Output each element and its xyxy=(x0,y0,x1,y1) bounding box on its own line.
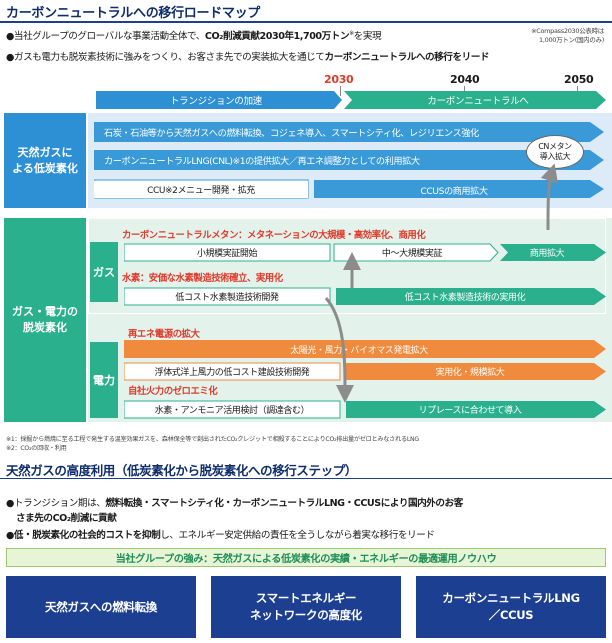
box-small-demo: 小規模実証開始 xyxy=(196,249,258,259)
year-2050: 2050 xyxy=(564,73,594,86)
footnote-1: ※1：採掘から燃焼に至る工程で発生する温室効果ガスを、森林保全等で創出されたCO… xyxy=(6,436,419,443)
bullet-text: を実現 xyxy=(353,31,382,42)
bar-h2-practical: 低コスト水素製造技術の実用化 xyxy=(404,293,526,303)
box-mid-large-demo: 中～大規模実証 xyxy=(381,249,443,259)
section2-bullet-1: ●トランジション期は、燃料転換・スマートシティ化・カーボンニュートラルLNG・C… xyxy=(6,495,463,509)
gas-bars xyxy=(124,243,606,306)
bar-wind-scaleup: 実用化・規模拡大 xyxy=(435,368,505,378)
bullet-footnote-mark: ※ xyxy=(349,29,354,37)
cn-methane-bubble: CNメタン 導入拡大 xyxy=(526,135,584,169)
bullet-lead-transition: ●ガスも電力も脱炭素技術に強みをつくり、お客さま先での実装拡大を通じてカーボンニ… xyxy=(6,49,489,63)
bar-cnl-expansion: カーボンニュートラルLNG(CNL)※1の提供拡大／再エネ調整力としての利用拡大 xyxy=(104,155,420,167)
bullet-co2-target: ●当社グループのグローバルな事業活動全体で、CO₂削減貢献2030年1,700万… xyxy=(6,28,382,42)
section2-title: 天然ガスの高度利用（低炭素化から脱炭素化への移行ステップ） xyxy=(6,463,357,478)
card-smart-energy-network: スマートエネルギー ネットワークの高度化 xyxy=(211,576,401,638)
heading-zero-emission: 自社火力のゼロエミ化 xyxy=(128,386,218,397)
box-h2-development: 低コスト水素製造技術開発 xyxy=(175,293,279,303)
sub-label-power: 電力 xyxy=(90,342,118,418)
box-hydrogen-ammonia: 水素・アンモニア活用検討（調達含む） xyxy=(154,406,310,416)
card-fuel-conversion: 天然ガスへの燃料転換 xyxy=(6,576,196,638)
compass-note-line: 1,000万トン(国内のみ) xyxy=(539,36,604,44)
power-bars xyxy=(124,340,606,419)
bullet-highlight: CO₂削減貢献2030年1,700万トン xyxy=(204,31,350,42)
heading-methanation: カーボンニュートラルメタン：メタネーションの大規模・高効率化、商用化 xyxy=(122,230,426,241)
card-cnl-ccus: カーボンニュートラルLNG ／CCUS xyxy=(416,576,606,638)
box-commercial-expansion: 商用拡大 xyxy=(529,249,565,259)
bullet-text: ●当社グループのグローバルな事業活動全体で、 xyxy=(6,31,205,42)
page-title: カーボンニュートラルへの移行ロードマップ xyxy=(6,6,261,21)
heading-hydrogen: 水素：安価な水素製造技術確立、実用化 xyxy=(122,273,283,284)
label-gas-low-carbon: 天然ガスに よる低炭素化 xyxy=(4,113,86,208)
box-floating-wind: 浮体式洋上風力の低コスト建設技術開発 xyxy=(154,368,310,378)
phase-transition-label: トランジションの加速 xyxy=(169,96,262,107)
bullet-highlight: さま先のCO₂削減に貢献 xyxy=(16,513,117,524)
bullet-highlight: 低・脱炭素化の社会的コストを抑制 xyxy=(13,530,161,541)
year-2030: 2030 xyxy=(324,73,354,86)
bar-ccus-commercial: CCUSの商用拡大 xyxy=(420,185,488,197)
phase-header-arrows xyxy=(96,91,606,109)
bullet-text: ●ガスも電力も脱炭素技術に強みをつくり、お客さま先での実装拡大を通じて xyxy=(6,52,325,63)
bullet-text: し、エネルギー安定供給の責任を全うしながら着実な移行をリード xyxy=(160,530,435,541)
sub-label-gas: ガス xyxy=(90,242,118,302)
bullet-highlight: カーボンニュートラルへの移行をリード xyxy=(324,52,490,63)
year-tick xyxy=(340,86,341,96)
bar-fuel-conversion: 石炭・石油等から天然ガスへの燃料転換、コジェネ導入、スマートシティ化、レジリエン… xyxy=(104,127,479,139)
phase-cn-label: カーボンニュートラルへ xyxy=(427,96,529,107)
gas-subpanel xyxy=(88,218,606,314)
section2-bullet-2: ●低・脱炭素化の社会的コストを抑制し、エネルギー安定供給の責任を全うしながら着実… xyxy=(6,527,435,541)
year-2040: 2040 xyxy=(450,73,480,86)
strength-banner: 当社グループの強み：天然ガスによる低炭素化の実績・エネルギーの最適運用ノウハウ xyxy=(6,548,606,567)
section2-bullet-1-cont: さま先のCO₂削減に貢献 xyxy=(16,510,117,524)
bullet-text: ● xyxy=(6,530,14,541)
bullet-highlight: 燃料転換・スマートシティ化・カーボンニュートラルLNG・CCUSにより国内外のお… xyxy=(105,498,463,509)
footnote-2: ※2：CO₂の回収・利用 xyxy=(6,445,67,452)
bullet-text: ●トランジション期は、 xyxy=(6,498,106,509)
compass-note: ※Compass2030公表時は 1,000万トン(国内のみ) xyxy=(531,27,604,45)
bar-renewables-expansion: 太陽光・風力・バイオマス発電拡大 xyxy=(290,346,428,356)
heading-renewables: 再エネ電源の拡大 xyxy=(128,329,200,340)
title-divider xyxy=(0,21,612,23)
compass-note-line: ※Compass2030公表時は xyxy=(531,27,604,35)
label-decarbonization: ガス・電力の 脱炭素化 xyxy=(4,218,86,422)
section2-divider xyxy=(0,478,612,479)
bar-replacement: リプレースに合わせて導入 xyxy=(418,406,522,416)
box-ccu-development: CCU※2メニュー開発・拡充 xyxy=(94,181,308,198)
